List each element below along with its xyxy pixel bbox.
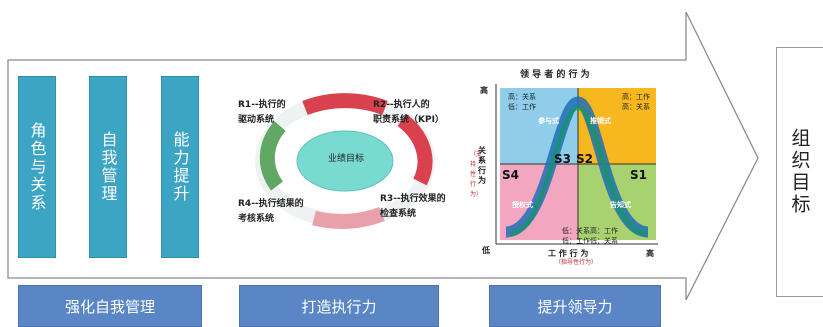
quadrant-s1: S1 xyxy=(630,168,647,182)
r2-label: R2--执行人的 职责系统（KPI） xyxy=(373,100,444,125)
execution-diagram: 业绩目标 R1--执行的 驱动系统 R2--执行人的 职责系统（KPI） R4-… xyxy=(232,82,460,238)
style-s3-label: 参与式 xyxy=(538,117,559,125)
x-axis-sublabel: （指导性行为） xyxy=(555,259,598,266)
x-axis-high: 高 xyxy=(646,249,654,258)
capability-bar: 能力提升 xyxy=(161,76,199,258)
capability-label: 能力提升 xyxy=(170,131,190,203)
y-axis-sublabel: （支持性行为） xyxy=(470,151,483,198)
organization-goal-box: 组织目标 xyxy=(776,47,823,297)
capability-bar: 自我管理 xyxy=(89,76,127,258)
bottom-label-execution: 打造执行力 xyxy=(239,285,439,327)
quadrant-top-right-note: 高：工作 高：关系 xyxy=(622,93,650,111)
quadrant-top-left-note: 高：关系 低：工作 xyxy=(508,93,536,111)
style-s2-label: 推销式 xyxy=(590,117,611,125)
leadership-grid xyxy=(495,84,658,245)
y-axis-high: 高 xyxy=(480,86,488,95)
style-s1-label: 告知式 xyxy=(610,201,631,209)
r4-label: R4--执行结果的 考核系统 xyxy=(238,199,304,224)
style-s4-label: 授权式 xyxy=(512,201,533,209)
execution-ring xyxy=(255,93,435,229)
capability-bar: 角色与关系 xyxy=(18,76,56,258)
organization-goal-label: 组织目标 xyxy=(788,128,811,216)
leadership-model: 领 导 者 的 行 为 高 关系行为 （支持性行为） 低 工 作 行 为 （指导… xyxy=(470,70,664,266)
r1-label: R1--执行的 驱动系统 xyxy=(238,100,286,125)
x-axis-label: 工 作 行 为 xyxy=(548,249,589,258)
bottom-label-leadership: 提升领导力 xyxy=(489,285,661,327)
y-axis-low: 低 xyxy=(482,246,490,255)
quadrant-s2: S2 xyxy=(576,152,593,166)
leadership-title: 领 导 者 的 行 为 xyxy=(520,70,590,80)
quadrant-s3: S3 xyxy=(554,152,571,166)
capability-label: 角色与关系 xyxy=(27,122,47,212)
capability-label: 自我管理 xyxy=(98,131,118,203)
y-axis-label: 关系行为 xyxy=(478,146,486,185)
ring-center-label: 业绩目标 xyxy=(327,154,364,164)
quadrant-s4: S4 xyxy=(502,168,519,182)
bottom-label-self-management: 强化自我管理 xyxy=(18,285,202,327)
r3-label: R3--执行效果的 检查系统 xyxy=(380,194,446,219)
quadrant-bottom-left-note: 低：关系 低：工作 xyxy=(562,227,590,245)
quadrant-bottom-right-note: 高：工作 低：关系 xyxy=(590,227,618,245)
